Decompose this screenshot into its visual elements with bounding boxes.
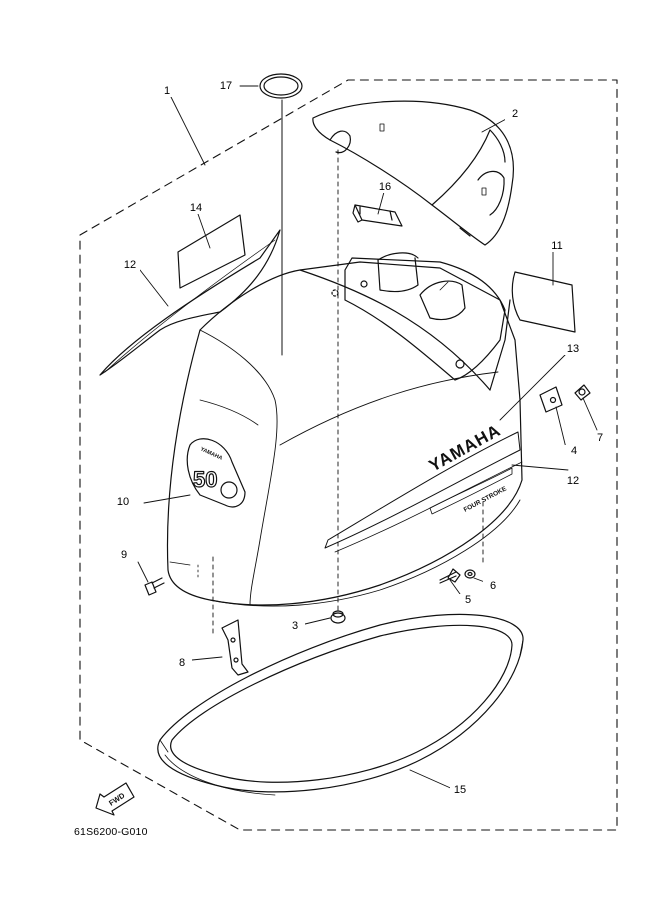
callout-11: 11 — [547, 240, 567, 252]
callout-17: 17 — [216, 80, 236, 92]
drawing-code: 61S6200-G010 — [74, 826, 148, 838]
callout-4: 4 — [564, 445, 584, 457]
top-cowling-part-1 — [166, 252, 523, 607]
bolt-part-9 — [144, 577, 165, 596]
cowling-yamaha-logo: YAMAHA — [426, 421, 504, 476]
emblem-number: 50 — [193, 467, 217, 492]
yamaha-graphic-part-13: YAMAHA FOUR STROKE — [324, 421, 523, 553]
callout-9: 9 — [114, 549, 134, 561]
bracket-part-8 — [221, 619, 249, 676]
label-part-11 — [511, 271, 576, 333]
callout-7: 7 — [590, 432, 610, 444]
screw-part-7 — [574, 384, 591, 401]
callout-10: 10 — [113, 496, 133, 508]
stripe-text: FOUR STROKE — [463, 485, 509, 514]
leader-lines — [137, 85, 598, 791]
callout-2: 2 — [505, 108, 525, 120]
callout-13: 13 — [563, 343, 583, 355]
upper-cover-part-2 — [312, 100, 514, 246]
callout-6: 6 — [483, 580, 503, 592]
clip-part-4 — [539, 386, 563, 413]
assembly-boundary — [79, 79, 618, 831]
callout-15: 15 — [450, 784, 470, 796]
bolt-part-5 — [439, 568, 461, 584]
callout-12-left: 12 — [120, 259, 140, 271]
damper-part-16 — [352, 204, 403, 227]
o-ring-part-17 — [259, 73, 303, 99]
emblem-part-10: YAMAHA 50 — [186, 438, 246, 508]
callout-1: 1 — [157, 85, 177, 97]
emblem-yamaha-logo: YAMAHA — [199, 446, 223, 461]
callout-16: 16 — [375, 181, 395, 193]
seal-part-15 — [157, 613, 524, 796]
label-part-14 — [177, 214, 246, 289]
callout-12-right: 12 — [563, 475, 583, 487]
callout-14: 14 — [186, 202, 206, 214]
washer-part-6 — [464, 569, 476, 579]
fwd-arrow-icon: FWD — [95, 782, 135, 816]
stripe-part-12-left — [99, 229, 281, 376]
grommet-part-3 — [330, 610, 346, 624]
callout-3: 3 — [285, 620, 305, 632]
callout-5: 5 — [458, 594, 478, 606]
callout-8: 8 — [172, 657, 192, 669]
